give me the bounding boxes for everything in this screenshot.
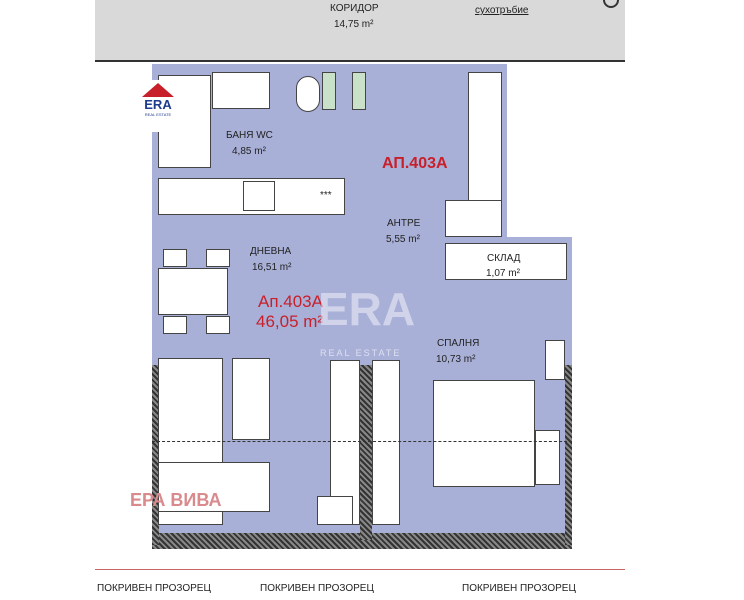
corridor-name: КОРИДОР bbox=[330, 3, 379, 14]
wall-bottom bbox=[152, 533, 572, 549]
era-logo-roof-icon bbox=[142, 83, 174, 97]
window-label-2: ПОКРИВЕН ПРОЗОРЕЦ bbox=[260, 583, 374, 594]
wall-right bbox=[565, 365, 572, 545]
living-name: ДНЕВНА bbox=[250, 246, 292, 257]
closet-lower bbox=[445, 200, 502, 237]
wall-middle bbox=[360, 365, 372, 540]
entrance-area: 5,55 m² bbox=[386, 234, 420, 245]
tv-cabinet bbox=[232, 358, 270, 440]
sink bbox=[212, 72, 270, 109]
bedroom-name: СПАЛНЯ bbox=[437, 338, 480, 349]
bed bbox=[433, 380, 535, 487]
center-watermark-sub: REAL ESTATE bbox=[320, 348, 402, 358]
shaft-label: сухотръбие bbox=[475, 5, 529, 16]
era-logo: ERA REAL ESTATE bbox=[138, 80, 178, 132]
center-watermark: ERA bbox=[318, 283, 416, 335]
nightstand bbox=[545, 340, 565, 380]
shoe-cabinet bbox=[317, 496, 353, 525]
toilet bbox=[296, 76, 320, 112]
storage-room bbox=[445, 243, 567, 280]
entrance-name: АНТРЕ bbox=[387, 218, 421, 229]
apartment-code: Ап.403А bbox=[258, 292, 323, 311]
bathroom-area: 4,85 m² bbox=[232, 146, 266, 157]
shaft-box-1 bbox=[322, 72, 336, 110]
era-logo-sub: REAL ESTATE bbox=[144, 112, 172, 117]
apartment-code-header: АП.403А bbox=[382, 155, 448, 172]
corridor-area-label: 14,75 m² bbox=[334, 19, 374, 30]
bathroom-name: БАНЯ WC bbox=[226, 130, 273, 141]
wall-left bbox=[152, 365, 159, 545]
nightstand bbox=[535, 430, 560, 485]
kitchen-marker: *** bbox=[320, 190, 332, 201]
chair bbox=[206, 249, 230, 267]
shaft-box-2 bbox=[352, 72, 366, 110]
corridor-area bbox=[95, 0, 625, 62]
axis-line bbox=[95, 569, 625, 570]
living-area: 16,51 m² bbox=[252, 262, 292, 273]
bedroom-area: 10,73 m² bbox=[436, 354, 476, 365]
sofa-chaise bbox=[158, 462, 270, 512]
storage-area: 1,07 m² bbox=[486, 268, 520, 279]
dining-table bbox=[158, 268, 228, 315]
chair bbox=[163, 249, 187, 267]
storage-name: СКЛАД bbox=[487, 253, 521, 264]
chair bbox=[163, 316, 187, 334]
window-label-1: ПОКРИВЕН ПРОЗОРЕЦ bbox=[97, 583, 211, 594]
wardrobe-right bbox=[372, 360, 400, 525]
kitchen-sink bbox=[243, 181, 275, 211]
era-logo-text: ERA bbox=[144, 97, 172, 112]
apartment-total-area: 46,05 m² bbox=[256, 312, 324, 331]
chair bbox=[206, 316, 230, 334]
roof-line bbox=[152, 441, 572, 442]
window-label-3: ПОКРИВЕН ПРОЗОРЕЦ bbox=[462, 583, 576, 594]
bottom-watermark: ЕРА ВИВА bbox=[130, 490, 222, 510]
